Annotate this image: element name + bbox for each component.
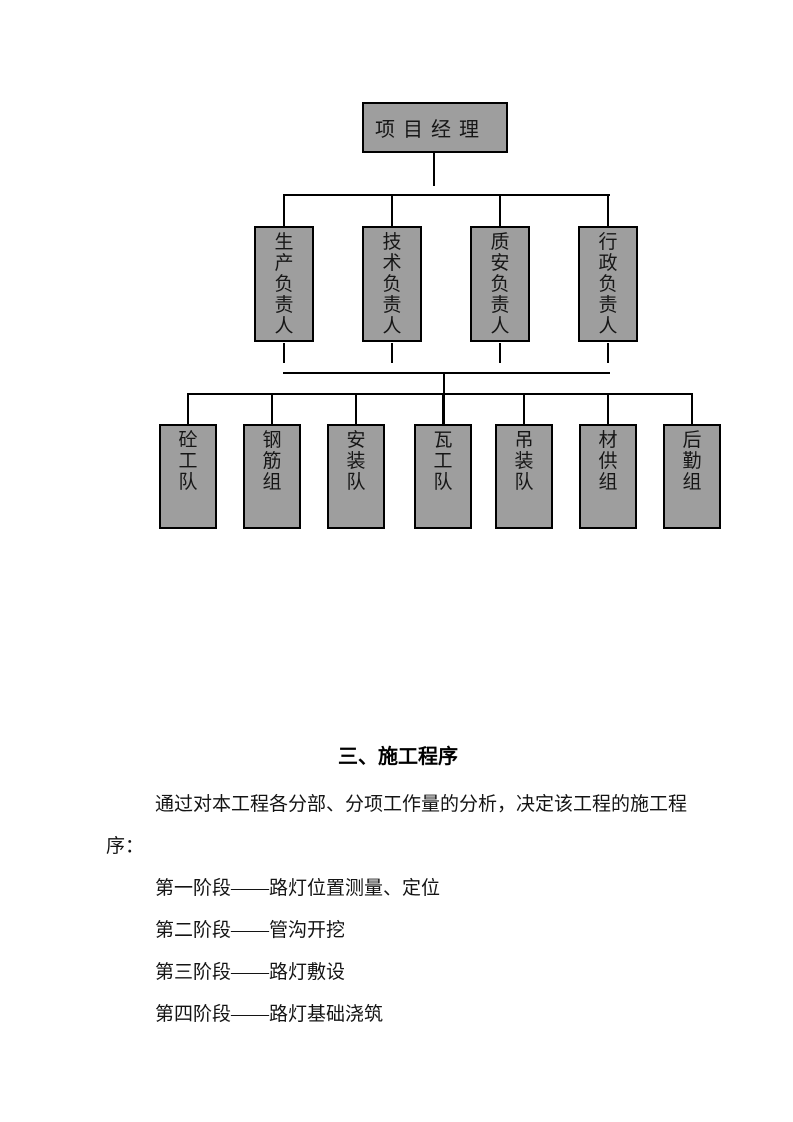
connector-l2-stub-top (283, 194, 285, 226)
org-l3-box-4-label: 瓦工队 (433, 430, 453, 493)
org-root-label: 项目经理 (375, 119, 487, 141)
org-l3-box-2-label: 钢筋组 (262, 430, 282, 493)
stage-line-1: 第一阶段——路灯位置测量、定位 (155, 878, 441, 899)
org-l3-box-6: 材供组 (579, 424, 637, 529)
org-l2-box-4-label: 行政负责人 (598, 232, 618, 337)
org-l3-box-1: 砼工队 (159, 424, 217, 529)
connector-l3-stub (691, 393, 693, 424)
connector-l2-stub-top (391, 194, 393, 226)
connector-l2-rail (283, 194, 610, 196)
connector-mid-rail-upper (283, 372, 610, 374)
org-l3-box-1-label: 砼工队 (178, 430, 198, 493)
connector-mid-vertical (443, 372, 445, 424)
org-l2-box-1: 生产负责人 (254, 226, 314, 342)
org-l2-box-2: 技术负责人 (362, 226, 422, 342)
org-l2-box-3: 质安负责人 (470, 226, 530, 342)
stage-line-3: 第三阶段——路灯敷设 (155, 962, 346, 983)
connector-l2-stub-top (499, 194, 501, 226)
org-l3-box-3: 安装队 (327, 424, 385, 529)
stage-list: 第一阶段——路灯位置测量、定位第二阶段——管沟开挖第三阶段——路灯敷设第四阶段—… (106, 868, 690, 1036)
stage-line-2: 第二阶段——管沟开挖 (155, 920, 346, 941)
org-chart: 项目经理 生产负责人 技术负责人 质安负责人 行政负责人砼工队 钢筋组 安装队 瓦工队 吊装队… (0, 0, 793, 560)
construction-procedure-section: 三、施工程序 通过对本工程各分部、分项工作量的分析，决定该工程的施工程序： 第一… (106, 744, 690, 1036)
org-l3-box-5: 吊装队 (495, 424, 553, 529)
connector-l2-stub-bottom (607, 343, 609, 363)
org-l3-box-5-label: 吊装队 (514, 430, 534, 493)
connector-l3-stub (523, 393, 525, 424)
connector-root-vertical (433, 153, 435, 186)
connector-l3-stub (355, 393, 357, 424)
connector-l2-stub-bottom (283, 343, 285, 363)
org-l2-box-4: 行政负责人 (578, 226, 638, 342)
org-root-box: 项目经理 (362, 102, 508, 153)
connector-l3-rail (187, 393, 693, 395)
org-l3-box-6-label: 材供组 (598, 430, 618, 493)
org-l3-box-7: 后勤组 (663, 424, 721, 529)
connector-l3-stub (271, 393, 273, 424)
connector-l2-stub-bottom (391, 343, 393, 363)
stage-line-4: 第四阶段——路灯基础浇筑 (155, 1004, 384, 1025)
connector-l2-stub-top (607, 194, 609, 226)
section-heading: 三、施工程序 (338, 746, 458, 768)
connector-l2-stub-bottom (499, 343, 501, 363)
intro-paragraph: 通过对本工程各分部、分项工作量的分析，决定该工程的施工程序： (106, 794, 688, 857)
org-l3-box-4: 瓦工队 (414, 424, 472, 529)
org-l2-box-2-label: 技术负责人 (382, 232, 402, 337)
org-l3-box-2: 钢筋组 (243, 424, 301, 529)
connector-l3-stub (187, 393, 189, 424)
org-l2-box-1-label: 生产负责人 (274, 232, 294, 337)
connector-l3-stub (442, 393, 444, 424)
org-l2-box-3-label: 质安负责人 (490, 232, 510, 337)
org-l3-box-3-label: 安装队 (346, 430, 366, 493)
connector-l3-stub (607, 393, 609, 424)
org-l3-box-7-label: 后勤组 (682, 430, 702, 493)
